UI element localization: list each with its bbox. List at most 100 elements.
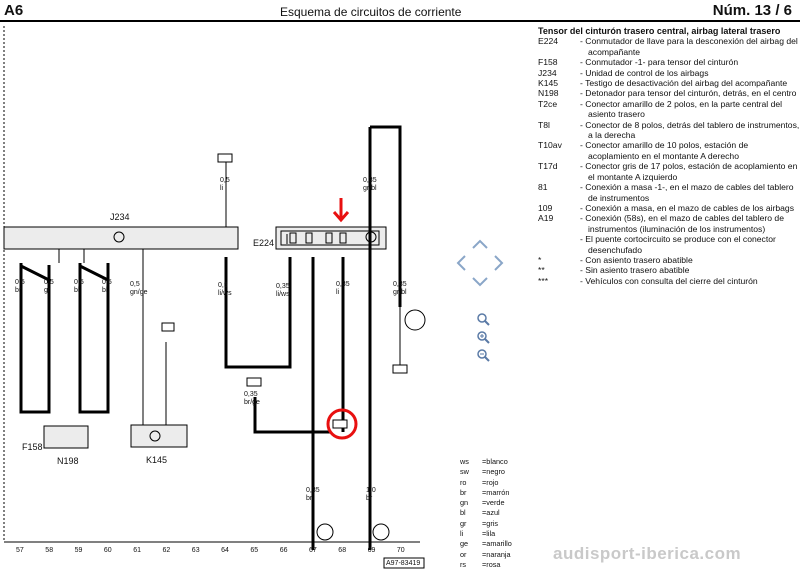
color-code: rs	[460, 559, 467, 569]
color-code: ro	[460, 477, 467, 487]
zoom-in-icon[interactable]	[476, 330, 490, 344]
watermark: audisport-iberica.com	[553, 544, 742, 563]
legend-key: K145	[538, 78, 559, 89]
legend-item: T10avConector amarillo de 10 polos, esta…	[538, 140, 800, 161]
color-name: marrón	[486, 487, 510, 497]
track-number: 57	[16, 547, 24, 554]
color-code: gr	[460, 518, 467, 528]
legend-key: T17d	[538, 161, 558, 172]
label-e224: E224	[253, 238, 274, 248]
label-j234: J234	[110, 212, 130, 222]
legend-key: T2ce	[538, 98, 558, 109]
legend-key: E224	[538, 36, 559, 47]
color-name: lila	[486, 529, 496, 539]
legend-item: El puente cortocircuito se produce con e…	[538, 234, 800, 255]
red-circle-marker	[326, 408, 358, 440]
legend-panel: Tensor del cinturón trasero central, air…	[538, 26, 800, 286]
track-number: 65	[250, 547, 258, 554]
track-number: 67	[309, 547, 317, 554]
zoom-icon[interactable]	[476, 312, 490, 326]
track-number: 70	[397, 547, 405, 554]
track-number: 63	[192, 547, 200, 554]
diagram-ref: A97-83419	[386, 560, 420, 567]
legend-desc: Conexión a masa -1-, en el mazo de cable…	[580, 182, 800, 203]
legend-desc: Conmutador -1- para tensor del cinturón	[580, 57, 800, 67]
legend-item: E224 Conmutador de llave para la desconex…	[538, 36, 800, 57]
legend-item: N198Detonador para tensor del cinturón, …	[538, 88, 800, 98]
legend-key: N198	[538, 88, 559, 99]
page-title: Esquema de circuitos de corriente	[280, 5, 462, 19]
legend-desc: Conmutador de llave para la desconexión …	[580, 36, 800, 57]
label-f158: F158	[22, 442, 43, 452]
legend-desc: Con asiento trasero abatible	[580, 255, 800, 265]
track-number: 69	[368, 547, 376, 554]
label-k145: K145	[146, 455, 167, 465]
color-name: gris	[486, 518, 499, 528]
legend-item: *Con asiento trasero abatible	[538, 255, 800, 265]
legend-desc: Conector gris de 17 polos, estación de a…	[580, 161, 800, 182]
color-code: br	[460, 487, 467, 497]
legend-key: A19	[538, 213, 554, 224]
header-rule	[0, 20, 800, 22]
color-code-row: ro= rojo	[460, 477, 499, 487]
color-name: azul	[486, 508, 500, 518]
track-number: 66	[280, 547, 288, 554]
color-code: ge	[460, 539, 469, 549]
color-code-row: gr= gris	[460, 518, 499, 528]
legend-item: J234Unidad de control de los airbags	[538, 68, 800, 78]
color-code-row: br= marrón	[460, 487, 510, 497]
color-code-row: sw= negro	[460, 467, 505, 477]
legend-key	[538, 234, 580, 255]
legend-item: T8l Conector de 8 polos, detrás del table…	[538, 120, 800, 141]
color-name: blanco	[486, 457, 508, 466]
label-n198: N198	[57, 456, 79, 466]
color-code-row: or= naranja	[460, 549, 511, 559]
color-code-row: rs= rosa	[460, 559, 501, 569]
legend-item: *** Vehículos con consulta del cierre del…	[538, 276, 800, 286]
color-code-row: bl= azul	[460, 508, 500, 518]
legend-desc: Testigo de desactivación del airbag del …	[580, 78, 800, 88]
legend-key: 81	[538, 182, 548, 193]
color-name: rosa	[486, 559, 501, 569]
color-name: naranja	[486, 549, 511, 559]
color-code: li	[460, 529, 464, 539]
pan-control[interactable]	[455, 238, 505, 288]
color-code-row: ws= blanco	[460, 457, 508, 466]
color-name: rojo	[486, 477, 499, 487]
color-code: or	[460, 549, 467, 559]
legend-item: **Sin asiento trasero abatible	[538, 265, 800, 275]
color-name: verde	[486, 498, 505, 508]
page-header: A6 Esquema de circuitos de corriente Núm…	[0, 0, 800, 22]
track-number: 64	[221, 547, 229, 554]
model-label: A6	[4, 2, 24, 19]
color-code: bl	[460, 508, 466, 518]
color-name: amarillo	[486, 539, 512, 549]
zoom-out-icon[interactable]	[476, 348, 490, 362]
legend-desc: Conexión (58s), en el mazo de cables del…	[580, 213, 800, 234]
color-code-row: li= lila	[460, 529, 496, 539]
page-number: Núm. 13 / 6	[712, 2, 792, 19]
legend-desc: Conector de 8 polos, detrás del tablero …	[580, 120, 800, 141]
legend-item: 81 Conexión a masa -1-, en el mazo de cab…	[538, 182, 800, 203]
legend-desc: Vehículos con consulta del cierre del ci…	[580, 276, 800, 286]
legend-key: J234	[538, 67, 557, 78]
track-number: 61	[133, 547, 141, 554]
legend-key: T10av	[538, 140, 562, 151]
legend-key: ***	[538, 275, 549, 286]
legend-key: T8l	[538, 119, 550, 130]
track-number: 59	[75, 547, 83, 554]
